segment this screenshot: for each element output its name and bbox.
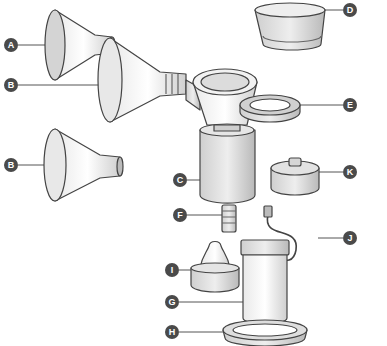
callout-letter: B — [4, 78, 18, 92]
callout-letter: D — [343, 3, 357, 17]
callout-letter: H — [165, 325, 179, 339]
callout-letter: C — [173, 173, 187, 187]
callout-letter: E — [343, 98, 357, 112]
callout-letter: G — [165, 295, 179, 309]
callout-letter: J — [343, 231, 357, 245]
callout-letter: F — [173, 208, 187, 222]
callout-letter: A — [4, 38, 18, 52]
callout-letter: B — [4, 158, 18, 172]
leader-lines — [18, 10, 343, 332]
parts — [44, 3, 325, 346]
callout-letter: K — [343, 165, 357, 179]
callout-letter: I — [165, 263, 179, 277]
